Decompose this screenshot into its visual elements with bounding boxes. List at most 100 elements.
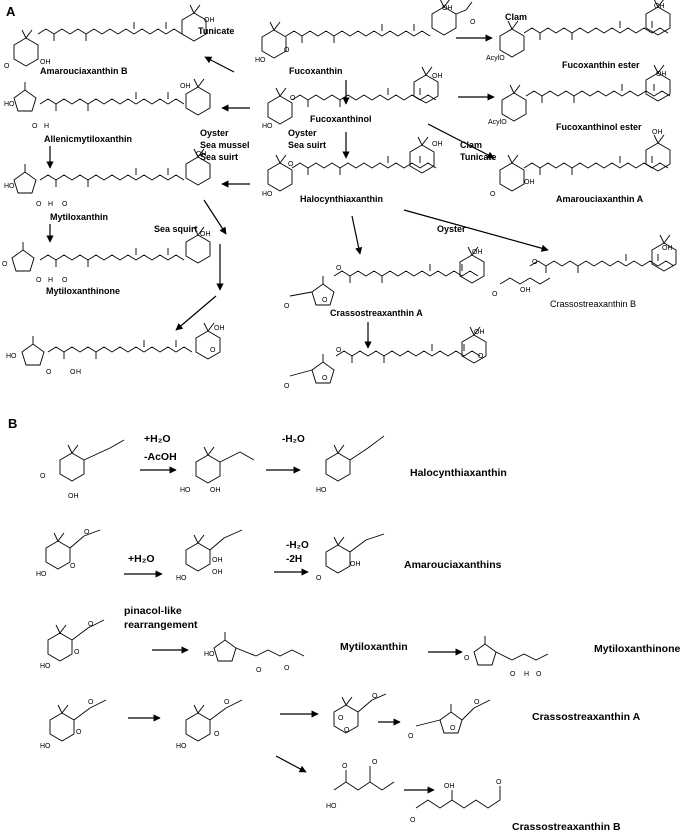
organism-clam-label: Clam <box>505 12 527 22</box>
svg-text:OH: OH <box>214 325 225 332</box>
row1-intermediate-structure: HO OH <box>180 446 255 494</box>
crassostreaxanthin-b-structure: O OH O OH <box>492 234 677 298</box>
svg-text:O: O <box>288 161 294 168</box>
svg-text:O: O <box>70 369 76 376</box>
row1-reactant-structure: O OH <box>40 439 125 500</box>
svg-text:O: O <box>84 529 90 536</box>
svg-text:O: O <box>342 763 348 770</box>
svg-text:O: O <box>372 759 378 766</box>
svg-text:O: O <box>336 347 342 354</box>
svg-text:O: O <box>322 297 328 304</box>
crassostreaxanthin-a-label: Crassostreaxanthin A <box>330 308 423 318</box>
svg-text:O: O <box>4 63 10 70</box>
arrow-to-amarouciaxanthin-a <box>427 123 495 159</box>
svg-text:OH: OH <box>474 329 485 336</box>
row2-step-2h: -2H <box>286 554 302 565</box>
svg-text:HO: HO <box>204 651 215 658</box>
svg-text:OH: OH <box>212 557 223 564</box>
svg-text:O: O <box>46 369 52 376</box>
row3-product-mytiloxanthin: Mytiloxanthin <box>340 641 408 653</box>
svg-text:OH: OH <box>432 141 443 148</box>
row2-product-label: Amarouciaxanthins <box>404 559 502 571</box>
svg-text:OH: OH <box>432 73 443 80</box>
crassostreaxanthin-b-label: Crassostreaxanthin B <box>550 299 636 309</box>
fucoxanthinol-ester-structure: AcylO OH <box>488 64 671 126</box>
amarouciaxanthin-a-structure: O OH OH <box>490 129 671 198</box>
svg-text:H: H <box>44 123 49 130</box>
svg-text:O: O <box>316 575 322 582</box>
svg-text:O: O <box>36 201 42 208</box>
svg-text:O: O <box>490 191 496 198</box>
row1-step-h2o: -H₂O <box>282 434 305 445</box>
svg-text:O: O <box>88 621 94 628</box>
row4-intermediate2-structure: O O O <box>333 693 387 734</box>
svg-text:O: O <box>62 277 68 284</box>
svg-text:AcylO: AcylO <box>488 119 507 126</box>
svg-text:OH: OH <box>444 783 455 790</box>
svg-text:OH: OH <box>442 5 453 12</box>
organism-tunicate-label: Tunicate <box>198 26 234 36</box>
arrow-to-crassostreaxanthin-a <box>351 215 363 255</box>
svg-text:OH: OH <box>350 561 361 568</box>
svg-text:O: O <box>408 733 414 740</box>
arrow-to-crassostreaxanthin-b <box>403 209 549 252</box>
svg-text:HO: HO <box>176 743 187 750</box>
amarouciaxanthin-b-structure: O OH OH <box>4 4 215 70</box>
svg-text:HO: HO <box>326 803 337 810</box>
svg-text:HO: HO <box>40 663 51 670</box>
svg-text:O: O <box>74 649 80 656</box>
crassostreaxanthin-a-structure: O O O OH <box>284 246 485 310</box>
svg-text:O: O <box>70 563 76 570</box>
svg-text:O: O <box>40 473 46 480</box>
svg-text:O: O <box>464 655 470 662</box>
svg-text:OH: OH <box>520 287 531 294</box>
svg-text:O: O <box>410 817 416 824</box>
organism-oyster-label-3: Oyster <box>437 224 466 234</box>
row3-product-mytiloxanthinone: Mytiloxanthinone <box>594 643 680 655</box>
arrow-fucoxanthin-to-amarouciaxanthin-b <box>204 56 235 73</box>
panel-a-label: A <box>6 4 16 19</box>
svg-text:O: O <box>62 201 68 208</box>
svg-text:OH: OH <box>212 569 223 576</box>
halocynthiaxanthin-label: Halocynthiaxanthin <box>300 194 383 204</box>
svg-text:O: O <box>290 95 296 102</box>
svg-text:O: O <box>36 277 42 284</box>
svg-text:O: O <box>532 259 538 266</box>
svg-text:OH: OH <box>200 231 211 238</box>
svg-text:H: H <box>76 369 81 376</box>
organism-oyster-label: Oyster <box>200 128 229 138</box>
organism-sea-squirt-label: Sea squirt <box>154 224 198 234</box>
fucoxanthinol-ester-label: Fucoxanthinol ester <box>556 122 642 132</box>
svg-text:OH: OH <box>524 179 535 186</box>
svg-text:O: O <box>344 727 350 734</box>
svg-text:HO: HO <box>316 487 327 494</box>
row1-product-label: Halocynthiaxanthin <box>410 467 507 479</box>
svg-text:OH: OH <box>68 493 79 500</box>
svg-text:OH: OH <box>652 129 663 136</box>
svg-text:HO: HO <box>255 57 266 64</box>
organism-sea-mussel-label: Sea mussel <box>200 140 250 150</box>
organism-sea-suirt-label: Sea suirt <box>200 152 238 162</box>
svg-text:HO: HO <box>36 571 47 578</box>
svg-text:OH: OH <box>40 59 51 66</box>
allenicmytiloxanthin-label: Allenicmytiloxanthin <box>44 134 132 144</box>
svg-text:OH: OH <box>656 71 667 78</box>
svg-text:O: O <box>510 671 516 678</box>
row1-product-structure: HO <box>316 435 385 494</box>
row1-condition-acoh: -AcOH <box>144 451 177 463</box>
svg-text:O: O <box>338 715 344 722</box>
svg-text:O: O <box>256 667 262 674</box>
row4-product-a-structure: O O O <box>408 699 491 740</box>
panel-b-label: B <box>8 416 17 431</box>
row4-product-b-label: Crassostreaxanthin B <box>512 821 621 833</box>
svg-text:OH: OH <box>662 245 673 252</box>
fucoxanthinol-label: Fucoxanthinol <box>310 114 372 124</box>
mytiloxanthin-label: Mytiloxanthin <box>50 212 108 222</box>
svg-text:O: O <box>284 47 290 54</box>
row3-rearrangement-line2: rearrangement <box>124 619 198 631</box>
svg-text:HO: HO <box>180 487 191 494</box>
svg-text:O: O <box>210 347 216 354</box>
arrow-mytiloxanthin-down <box>203 199 227 235</box>
row3-intermediate-structure: HO O O <box>204 631 305 674</box>
row3-rearrangement-line1: pinacol-like <box>124 605 182 617</box>
